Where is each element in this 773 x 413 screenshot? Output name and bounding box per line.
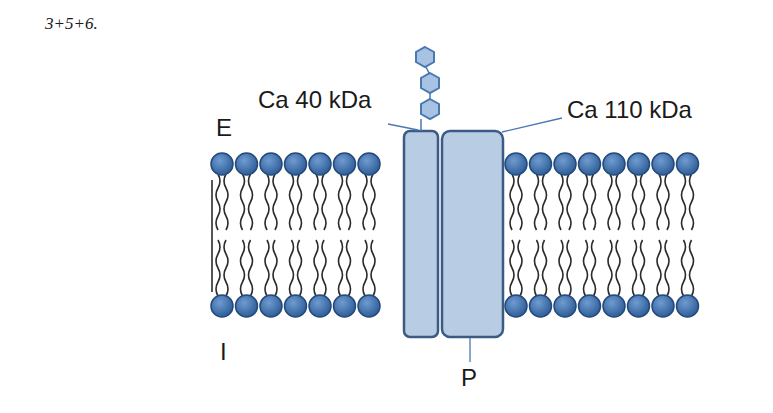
protein-110kda	[442, 131, 503, 337]
question-ref: 3+5+6.	[45, 15, 98, 32]
sugar-chain	[416, 47, 439, 119]
protein-40kda	[404, 131, 438, 337]
membrane-edge	[211, 180, 213, 292]
sugar-link	[420, 119, 422, 131]
part-label: P	[461, 366, 477, 390]
leader-line	[502, 118, 562, 132]
leader-line	[469, 338, 470, 362]
sugar-link	[429, 93, 431, 99]
protein-label: Ca 40 kDa	[258, 88, 371, 112]
sugar-link	[426, 67, 429, 73]
side-label: I	[220, 340, 227, 364]
side-label: E	[216, 116, 232, 140]
protein-label: Ca 110 kDa	[567, 98, 692, 122]
leader-line	[388, 124, 418, 130]
